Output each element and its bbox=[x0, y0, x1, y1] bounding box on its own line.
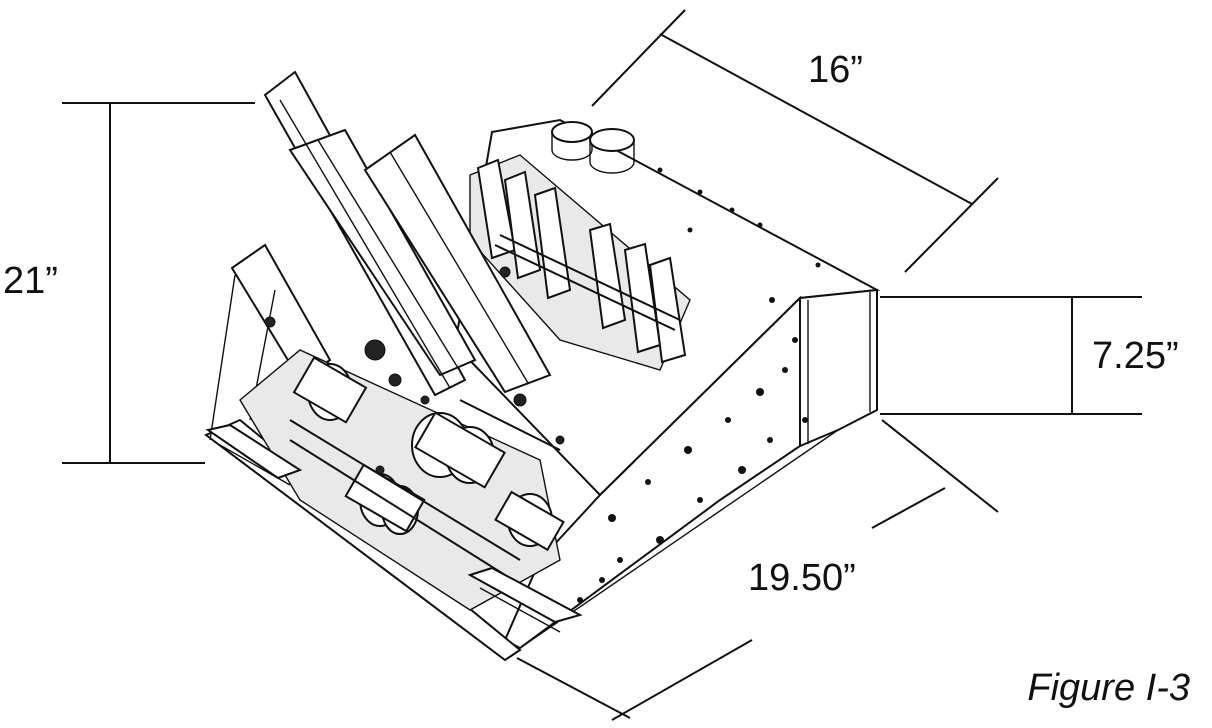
dimension-base-length-19-50: 19.50” bbox=[516, 419, 999, 721]
side-panel-bolt-holes bbox=[577, 297, 808, 603]
dimension-label-base-length: 19.50” bbox=[748, 557, 856, 599]
dimension-side-height-7-25: 7.25” bbox=[880, 296, 1179, 415]
base-feet bbox=[205, 423, 583, 633]
motor-roller-assembly bbox=[239, 266, 565, 611]
dimension-top-length-16: 16” bbox=[591, 9, 999, 273]
dimension-label-side-height: 7.25” bbox=[1092, 335, 1179, 377]
bracket-fin-cutout bbox=[469, 154, 691, 371]
top-knobs bbox=[551, 121, 635, 174]
dimension-label-top-length: 16” bbox=[808, 49, 863, 91]
dimension-height-21: 21” bbox=[3, 102, 255, 464]
housing-end-face bbox=[799, 288, 878, 448]
top-panel-holes bbox=[657, 167, 821, 268]
dimension-label-height: 21” bbox=[3, 260, 58, 302]
machine-illustration bbox=[204, 70, 881, 662]
figure-caption: Figure I-3 bbox=[1027, 667, 1190, 709]
feed-hopper bbox=[263, 70, 552, 397]
